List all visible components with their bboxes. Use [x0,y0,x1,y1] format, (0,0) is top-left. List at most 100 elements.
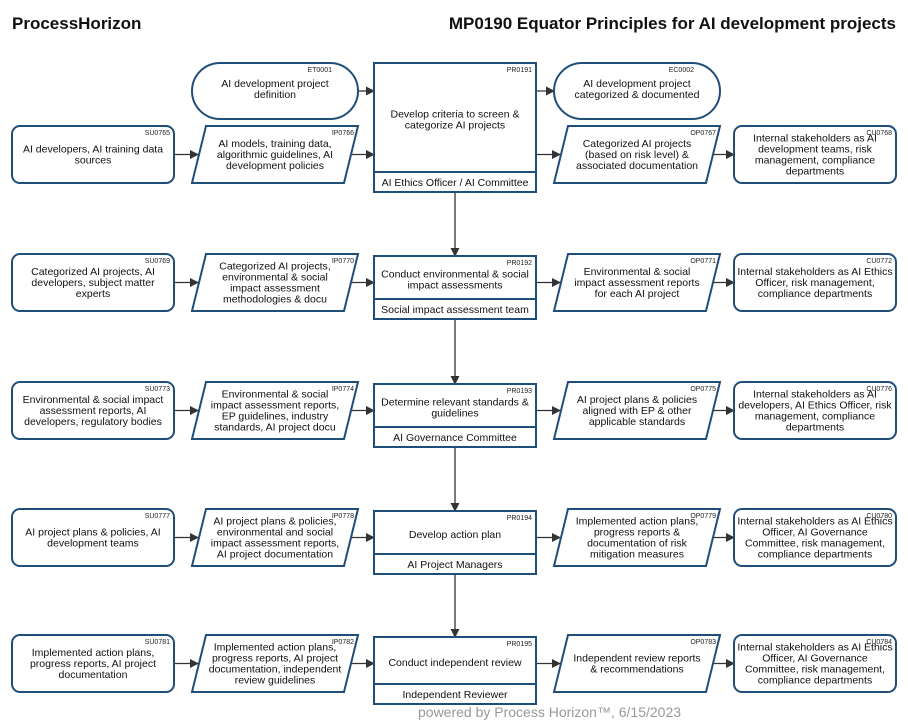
supplier-label-line: Environmental & social impact [23,394,164,406]
customer-shape [733,508,897,567]
output-label-line: progress reports & [594,527,680,539]
customer-label-line: Internal stakeholders as AI Ethics [737,266,892,278]
supplier-label-line: assessment reports, AI [40,405,147,417]
input-label-line: review guidelines [235,675,316,687]
output-code: OP0775 [690,386,716,393]
output-label-line: mitigation measures [590,549,684,561]
input-label-line: AI models, training data, [218,138,331,150]
customer-label-line: management, compliance [755,155,875,167]
process-role: AI Governance Committee [393,432,517,444]
input-shape [190,125,360,184]
customer-label-line: developers, AI Ethics Officer, risk [738,400,892,412]
supplier-label-line: development teams [47,538,139,550]
process-code: PR0194 [507,515,532,522]
diagram-title: MP0190 Equator Principles for AI develop… [448,14,896,33]
input-label-line: environmental and social [217,527,333,539]
supplier-shape [11,381,175,440]
supplier-label-line: AI project plans & policies, AI [25,527,160,539]
input-code: IP0778 [332,513,354,520]
input-label: AI project plans & policies,environmenta… [211,516,339,561]
customer-label-line: compliance departments [758,675,872,687]
input-label-line: EP guidelines, industry [222,411,329,423]
brand-name: ProcessHorizon [12,14,142,33]
process-code: PR0193 [507,388,532,395]
event-start-code: ET0001 [307,67,332,74]
input-shape [190,253,360,312]
customer-shape [733,253,897,312]
process-code: PR0191 [507,67,532,74]
output-code: OP0783 [690,639,716,646]
process-label-line: Determine relevant standards & [381,397,529,409]
supplier-code: SU0769 [145,258,170,265]
process-label-line: Develop criteria to screen & [391,109,520,121]
output-label-line: for each AI project [595,288,680,300]
input-label-line: AI project plans & policies, [213,516,336,528]
output-label-line: (based on risk level) & [585,149,689,161]
process-code: PR0195 [507,641,532,648]
output-label-line: aligned with EP & other [583,405,692,417]
event-end-label-line: categorized & documented [575,89,700,101]
input-code: IP0770 [332,258,354,265]
process-label-line: Conduct environmental & social [381,269,529,281]
input-label-line: development policies [226,160,324,172]
supplier-shape [11,634,175,693]
supplier-label-line: developers, subject matter [31,277,155,289]
customer-code: CU0772 [866,258,892,265]
customer-code: CU0776 [866,386,892,393]
event-start-label-line: definition [254,89,296,101]
customer-code: CU0780 [866,513,892,520]
customer-label-line: Internal stakeholders as AI Ethics [737,516,892,528]
input-label-line: standards, AI project docu [214,422,336,434]
process-frame [373,383,537,448]
output-label-line: Categorized AI projects [583,138,692,150]
process-code: PR0192 [507,260,532,267]
output-shape [552,125,722,184]
output-label: Implemented action plans,progress report… [576,516,699,561]
supplier-label: Implemented action plans,progress report… [30,647,156,681]
output-label-line: Independent review reports [573,653,700,665]
output-shape [552,381,722,440]
output-label-line: AI project plans & policies [577,394,697,406]
output-shape [552,634,722,693]
footer-credit: powered by Process Horizon™, 6/15/2023 [418,704,682,720]
process-role: AI Project Managers [407,559,502,571]
customer-shape [733,634,897,693]
customer-label-line: Internal stakeholders as AI [753,133,877,145]
input-label-line: documentation, independent [209,664,342,676]
connectors [174,86,735,669]
input-shape [190,381,360,440]
process-role: Social impact assessment team [381,304,529,316]
input-shape [190,508,360,567]
process-label-line: impact assessments [407,280,502,292]
input-label-line: environmental & social [222,272,328,284]
output-label-line: associated documentation [576,160,698,172]
process-role: Independent Reviewer [402,689,508,701]
process-label: Develop criteria to screen &categorize A… [391,109,520,132]
process-frame [373,62,537,193]
supplier-label-line: progress reports, AI project [30,658,156,670]
customer-label-line: Internal stakeholders as AI [753,389,877,401]
customer-label-line: Committee, risk management, [745,538,885,550]
